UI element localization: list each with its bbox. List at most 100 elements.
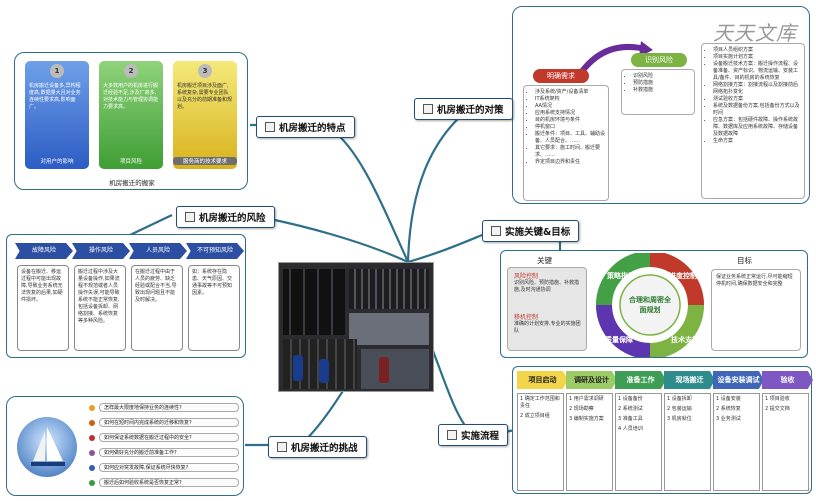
challenge-item: 怎样最大限度地保持业务的连续性? [99,403,239,412]
watermark: 天天文库 [713,21,797,45]
bullet-dot-icon [89,449,95,456]
challenge-item: 如何保证系统数据在搬迁过程中的安全? [99,433,239,442]
process-step: 3 机房就位 [667,416,692,422]
topic-icon [447,430,457,440]
process-step: 3 准备工具 [618,416,643,422]
plans-list: 项目人员组织方案项目实施计划方案设备搬迁技术方案：搬迁操作流程、设备准备、资产标… [701,43,805,199]
bullet-dot-icon [89,479,95,486]
challenge-item: 搬迁后如何验收系统是否恢复正常? [99,478,239,487]
process-stage-column: 1 设备安装 2 系统恢复 3 业务测试 [713,393,760,491]
challenge-item: 如何做好充分的搬迁前准备工作? [99,448,239,457]
risk-identify-header: 识别风险 [631,53,687,67]
goal-text: 保证业务系统正常运行,尽可能缩短停机时间,确保数据安全和完整 [711,269,801,351]
list-item: IT系统架构 [535,96,605,103]
feature-text-1: 机房搬迁设备多,异构程度高,数据量大且对业务连续性要求高,影响面广。 [29,83,81,110]
risk-tag: 人员风险 [129,243,187,259]
key-block-2-text: 准确的计划安排,专业的实施团队 [514,321,581,334]
topic-icon [265,122,275,132]
topic-icon [491,226,501,236]
process-step: 2 成立项目组 [520,413,550,419]
process-stage-header: 准备工作 [615,371,666,389]
risk-description: 如：系统存在隐患、天气原因、交通事故等不可预知因素。 [188,265,240,351]
list-item: 目的机房环境与条件 [535,117,605,124]
features-panel: 1 机房搬迁设备多,异构程度高,数据量大且对业务连续性要求高,影响面广。 对用户… [14,52,248,190]
list-item: 项目人员组织方案 [713,47,801,54]
process-stage-header: 现场搬迁 [664,371,715,389]
topic-key-goals[interactable]: 实施关键&目标 [482,220,580,242]
topic-icon [423,104,433,114]
circle-label-2: 进度控制 [669,272,697,280]
risk-identify-list: 识别风险预防措施补救措施 [621,69,695,115]
process-stage-header: 调研及设计 [566,371,617,389]
process-step: 4 人员培训 [618,426,643,432]
feature-tag-2: 项目风险 [119,159,142,165]
list-item: 系统及数据备份方案,包括备份方式以及时间 [713,103,801,117]
process-step: 3 业务测试 [716,416,741,422]
list-item: 设备搬迁技术方案：搬迁操作流程、设备准备、资产标识、物流运输、安装工具/备件、目… [713,61,801,82]
topic-process[interactable]: 实施流程 [438,424,509,446]
key-block-1-title: 风险控制 [514,273,539,280]
bullet-dot-icon [89,434,95,441]
challenge-item: 如何在短时间内完成系统的迁移和恢复? [99,418,239,427]
risk-tag: 操作风险 [72,243,130,259]
list-item: 补救措施 [633,87,691,94]
list-item: 应用系统支持情况 [535,110,605,117]
risk-tag: 故障风险 [15,243,73,259]
topic-icon [277,442,287,452]
key-goals-panel: 关键 风险控制 识别风险、预防措施、补救措施,及时沟通协调 移机控制 准确的计划… [500,250,808,358]
countermeasures-panel: 天天文库 明确需求 涉及系统/资产/设备清单IT系统架构AA情况应用系统支持情况… [512,6,810,204]
list-item: 其它要求：施工时间、搬迁要求、…… [535,145,605,159]
circle-label-1: 策略指导 [607,272,635,280]
feature-text-3: 机房搬迁项目涉及面广,系统复杂,需要专业团队以及充分的前期准备和规划。 [177,83,233,110]
key-block-2-title: 移机控制 [514,314,539,321]
topic-risks[interactable]: 机房搬迁的风险 [176,206,275,228]
features-caption: 机房搬迁的搬家 [109,179,155,187]
topic-countermeasures[interactable]: 机房搬迁的对策 [414,98,513,120]
key-blocks: 风险控制 识别风险、预防措施、补救措施,及时沟通协调 移机控制 准确的计划安排,… [507,267,587,351]
process-step: 1 项目验收 [765,396,790,402]
process-step: 1 设备安装 [716,396,741,402]
list-item: 界定项目边界和责任 [535,159,605,166]
process-stage-header: 验收 [762,371,813,389]
key-title: 关键 [537,256,552,265]
list-item: 网络割接方案：割接流程以及割接前后网络拓扑变化 [713,82,801,96]
process-step: 2 包装运输 [667,406,692,412]
process-step: 1 确定工作范围和责任 [520,396,560,409]
list-item: 生命方案 [713,138,801,145]
list-item: 搬迁条件：项目、工具、辅助设备、人员配合、…… [535,131,605,145]
process-step: 2 系统恢复 [716,406,741,412]
list-item: 识别风险 [633,73,691,80]
list-item: 停机窗口 [535,124,605,131]
circle-label-3: 技术支持 [671,336,699,344]
topic-icon [185,212,195,222]
list-item: 测试验收方案 [713,96,801,103]
feature-column-1: 1 机房搬迁设备多,异构程度高,数据量大且对业务连续性要求高,影响面广。 对用户… [25,61,89,169]
datacenter-photo-collage [278,262,434,392]
topic-challenges[interactable]: 机房搬迁的挑战 [268,436,367,458]
feature-number-1: 1 [50,64,64,78]
bullet-dot-icon [89,404,95,411]
risk-description: 在搬迁过程中由于人员的疲劳、缺乏经验或配合不当,导致出现问题且不能及时解决。 [131,265,183,351]
risk-description: 设备在搬迁、移运过程中可能出现故障,导致业务系统无法恢复的后果,如硬件损坏。 [17,265,69,351]
process-stage-header: 设备安装调试 [713,371,764,389]
list-item: 预防措施 [633,80,691,87]
goal-title: 目标 [737,256,752,265]
list-item: AA情况 [535,103,605,110]
process-step: 1 用户需求调研 [569,396,604,402]
risks-panel: 故障风险设备在搬迁、移运过程中可能出现故障,导致业务系统无法恢复的后果,如硬件损… [6,234,246,358]
bullet-dot-icon [89,419,95,426]
process-step: 1 设备拆卸 [667,396,692,402]
strategy-ring-diagram [596,253,704,357]
process-step: 1 设备备份 [618,396,643,402]
feature-text-2: 大多数用户的机房进行搬迁经验不足,涉及厂商多,对技术能力与管理协调能力要求高。 [103,83,159,110]
feature-column-3: 3 机房搬迁项目涉及面广,系统复杂,需要专业团队以及充分的前期准备和规划。 服务… [173,61,237,169]
risk-description: 搬迁过程中涉及大量设备操作,如果流程不规范或者人员操作失误,可能导致系统不能正常… [74,265,126,351]
process-step: 2 系统测试 [618,406,643,412]
list-item: 涉及系统/资产/设备清单 [535,89,605,96]
requirements-header: 明确需求 [533,69,589,83]
feature-number-2: 2 [124,64,138,78]
topic-features[interactable]: 机房搬迁的特点 [256,116,355,138]
circle-label-4: 质量保障 [605,336,633,344]
